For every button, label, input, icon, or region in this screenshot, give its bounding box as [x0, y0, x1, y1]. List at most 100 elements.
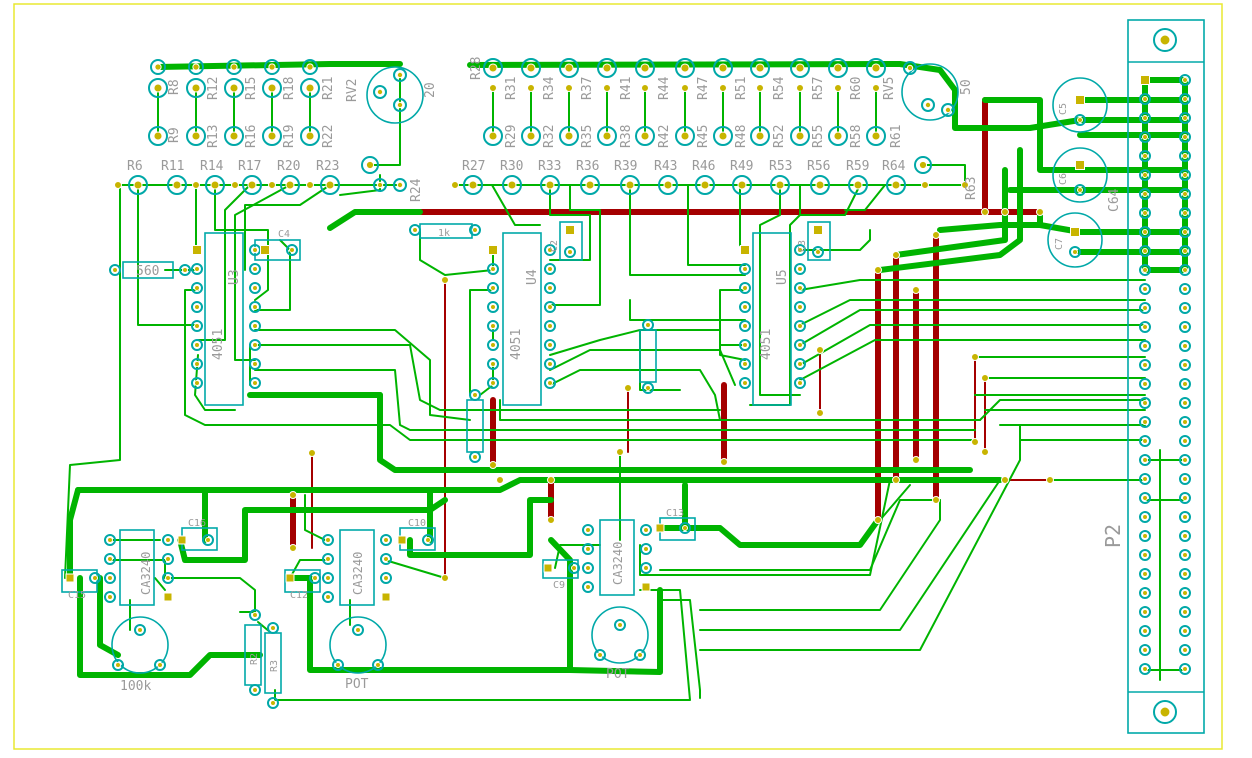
- label-u5: U5: [775, 269, 790, 285]
- label-r22: R22: [321, 125, 336, 148]
- pad-p2-a14-drill: [1142, 343, 1148, 349]
- label-rv5: RV5: [882, 77, 897, 100]
- pad-p2-a26: [1139, 568, 1151, 580]
- pad-u3-r1: [249, 263, 261, 275]
- pad-right-row-1: [502, 175, 522, 195]
- pad-left-row-2-drill: [210, 180, 220, 190]
- via-mid-21: [981, 448, 989, 456]
- pad-p2-b16-drill: [1182, 381, 1188, 387]
- pad-p2-b27: [1179, 587, 1191, 599]
- pad-opamp2-r1-drill: [383, 556, 389, 562]
- component-outlines: [61, 19, 1205, 734]
- pad-p2-a7-drill: [1142, 210, 1148, 216]
- pad-u3-l1-drill: [194, 266, 200, 272]
- pad-p2-b2-drill: [1182, 115, 1188, 121]
- pad-rv5-c: [941, 103, 955, 117]
- pad-p2-b29-drill: [1182, 628, 1188, 634]
- label-r13: R13: [206, 125, 221, 148]
- pad-right-row-11: [886, 175, 906, 195]
- pad-rv5-b: [921, 98, 935, 112]
- pad-right-mid-0: [483, 126, 503, 146]
- label-r59: R59: [846, 159, 869, 174]
- pad-right-mid-10-drill: [871, 131, 881, 141]
- pad-u4-r1-drill: [547, 266, 553, 272]
- label-4051-c: 4051: [759, 329, 774, 360]
- pad-u3-r0-drill: [252, 247, 258, 253]
- r-u4-outline: [639, 329, 657, 383]
- via-mid-17: [816, 409, 824, 417]
- pad-u3-l4-drill: [194, 323, 200, 329]
- pad-p2-a19: [1139, 435, 1151, 447]
- pad-p2-a28: [1139, 606, 1151, 618]
- via-mid-2: [1036, 208, 1044, 216]
- label-r19: R19: [282, 125, 297, 148]
- pad-p2-b7: [1179, 207, 1191, 219]
- pad-right-top-3: [597, 58, 617, 78]
- pad-p2-a2: [1139, 112, 1151, 124]
- pad-c2-b-drill: [567, 249, 573, 255]
- pad-top-left-0-drill: [154, 63, 162, 71]
- pad-p2-b19: [1179, 435, 1191, 447]
- pad-left-top-3-drill: [267, 83, 277, 93]
- pad-p2-b0: [1179, 74, 1191, 86]
- pad-u4-r1: [544, 263, 556, 275]
- pad-p2-a3-drill: [1142, 134, 1148, 140]
- pad-left-mid-2: [224, 126, 244, 146]
- pad-r3-a-drill: [270, 625, 276, 631]
- pad-u4-r7-drill: [547, 380, 553, 386]
- pad-p2-b2: [1179, 112, 1191, 124]
- label-u3: U3: [227, 269, 242, 285]
- pad-u5-l4: [739, 320, 751, 332]
- board-edge: [13, 3, 1223, 750]
- opamp3-outline: [599, 519, 635, 596]
- pad-u5-r7: [794, 377, 806, 389]
- pad-u3-r4-drill: [252, 323, 258, 329]
- pad-right-row-4-drill: [625, 180, 635, 190]
- label-pot: POT: [345, 677, 369, 692]
- pad-r2-b: [249, 684, 261, 696]
- pad-p2-a4-drill: [1142, 153, 1148, 159]
- pad-u4-l2: [487, 282, 499, 294]
- pad-left-row-4: [280, 175, 300, 195]
- pad-p2-b24: [1179, 530, 1191, 542]
- pad-bcap-9-drill: [312, 575, 318, 581]
- pad-right-row-8: [770, 175, 790, 195]
- ic-u3-outline: [204, 232, 244, 406]
- label-r52: R52: [772, 125, 787, 148]
- pad-u5-l7: [739, 377, 751, 389]
- pad-p2-a28-drill: [1142, 609, 1148, 615]
- pad-top-left-1-drill: [192, 63, 200, 71]
- pad-u4-r2-drill: [547, 285, 553, 291]
- pad-bcap-3-drill: [425, 537, 431, 543]
- pad-left-mid-3-drill: [267, 131, 277, 141]
- pad-ecap-2-b-drill: [1072, 249, 1078, 255]
- label-r18: R18: [282, 77, 297, 100]
- pad-ecap-1-b-drill: [1077, 187, 1083, 193]
- pad-u5-r6-drill: [797, 361, 803, 367]
- pad-right-mid-2: [559, 126, 579, 146]
- label-r41: R41: [619, 77, 634, 100]
- label-1k: 1k: [438, 228, 450, 239]
- pad-p2-b10-drill: [1182, 267, 1188, 273]
- label-r36: R36: [576, 159, 599, 174]
- pad-bcap-9: [309, 572, 321, 584]
- pad-p2-a30-drill: [1142, 647, 1148, 653]
- label-r53: R53: [769, 159, 792, 174]
- pad-opamp3-pin1: [641, 582, 651, 592]
- label-r31: R31: [504, 77, 519, 100]
- pad-right-row-3: [580, 175, 600, 195]
- pad-left-mid-4: [300, 126, 320, 146]
- pad-p2-a22-drill: [1142, 495, 1148, 501]
- pad-p2-a16: [1139, 378, 1151, 390]
- pad-p2-b21: [1179, 473, 1191, 485]
- pad-p2-a15: [1139, 359, 1151, 371]
- pad-ecap-1-a: [1075, 160, 1085, 170]
- via-mid-11: [441, 276, 449, 284]
- pad-pot-7: [614, 619, 626, 631]
- pad-opamp2-r0-drill: [383, 537, 389, 543]
- pad-right-top-9-drill: [833, 63, 843, 73]
- via-mid-8: [720, 458, 728, 466]
- pad-560-a-drill: [112, 267, 118, 273]
- pad-u5-r3-drill: [797, 304, 803, 310]
- pad-u4-l6: [487, 358, 499, 370]
